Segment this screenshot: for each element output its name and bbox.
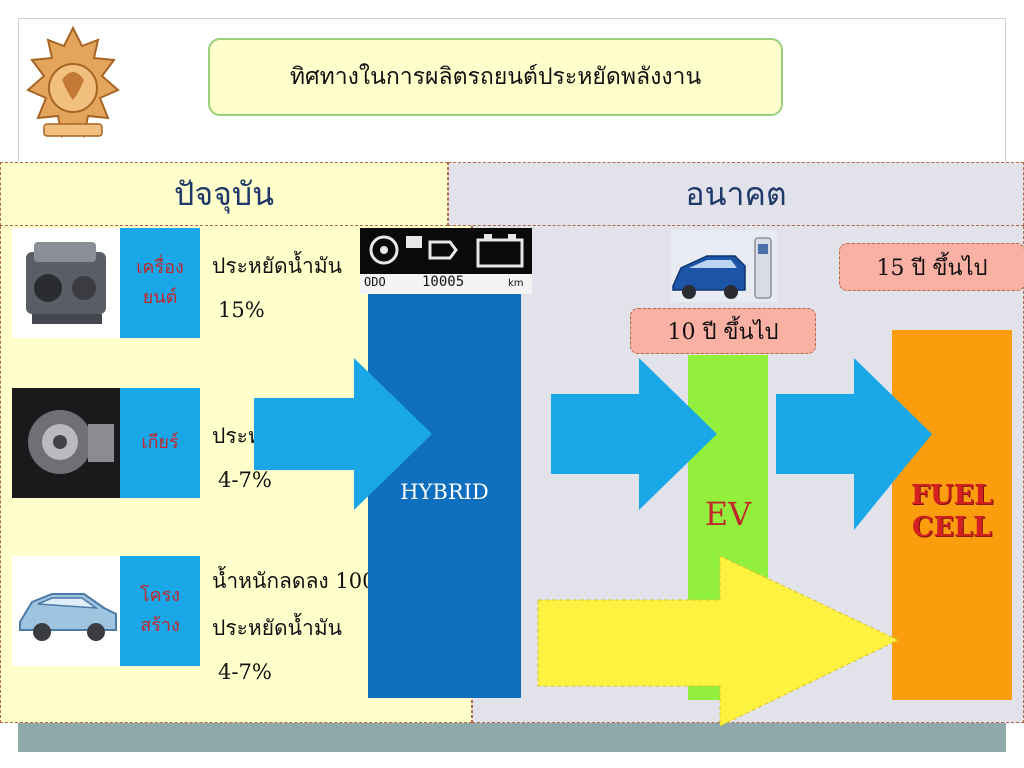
engine-label-line2: ยนต์ xyxy=(142,287,178,308)
structure-label: โครง สร้าง xyxy=(120,556,200,666)
odo-label: ODO xyxy=(364,275,386,289)
engine-label: เครื่อง ยนต์ xyxy=(120,228,200,338)
arrow-structure-to-fuel-cell xyxy=(537,555,900,727)
structure-label-line2: สร้าง xyxy=(140,615,180,636)
gearbox-label: เกียร์ xyxy=(120,388,200,498)
gearbox-icon xyxy=(12,388,122,498)
fuel-cell-timeframe-badge: 15 ปี ขึ้นไป xyxy=(839,243,1024,291)
dashboard-icon: ODO 10005 km xyxy=(360,228,532,294)
engine-text-line1: ประหยัดน้ำมัน xyxy=(212,254,343,278)
current-header: ปัจจุบัน xyxy=(0,162,448,226)
fuel-cell-bar xyxy=(892,330,1012,700)
fuel-cell-label-line2: CELL xyxy=(911,512,993,543)
future-header: อนาคต xyxy=(448,162,1024,226)
arrow-to-fuel-cell xyxy=(776,358,932,530)
fuel-cell-label-line1: FUEL xyxy=(910,480,994,511)
gearbox-label-line1: เกียร์ xyxy=(141,432,179,453)
fuel-cell-label: FUEL CELL xyxy=(892,480,1012,544)
bottom-bar xyxy=(18,722,1006,752)
ev-label: EV xyxy=(704,495,752,533)
engine-label-line1: เครื่อง xyxy=(136,257,184,278)
structure-text-line3: 4-7% xyxy=(218,660,272,684)
engine-text-line2: 15% xyxy=(218,298,265,322)
hybrid-bar xyxy=(368,292,521,698)
arrow-to-hybrid xyxy=(254,358,432,510)
engine-icon xyxy=(12,228,122,338)
emblem-icon xyxy=(26,25,120,139)
structure-text-line2: ประหยัดน้ำมัน xyxy=(212,616,343,640)
gearbox-text-line2: 4-7% xyxy=(218,468,272,492)
arrow-to-ev xyxy=(551,358,717,510)
hybrid-label: HYBRID xyxy=(400,480,489,504)
ev-charging-icon xyxy=(671,230,777,302)
odo-value: 10005 xyxy=(422,274,465,290)
odo-unit: km xyxy=(508,278,524,289)
car-body-icon xyxy=(12,556,122,666)
page-title: ทิศทางในการผลิตรถยนต์ประหยัดพลังงาน xyxy=(208,38,783,116)
structure-label-line1: โครง xyxy=(139,585,181,606)
ev-timeframe-badge: 10 ปี ขึ้นไป xyxy=(630,308,816,354)
